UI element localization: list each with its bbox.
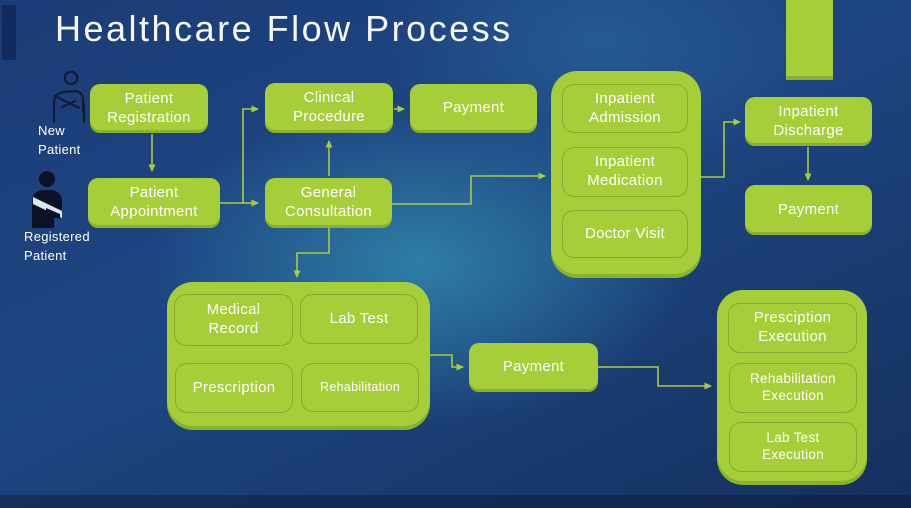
node-clinical-procedure: Clinical Procedure bbox=[265, 83, 393, 133]
node-payment-top: Payment bbox=[410, 84, 537, 133]
edge-payment-to-execution-group bbox=[598, 366, 712, 390]
group-outpatient-services: Medical Record Lab Test Prescription Reh… bbox=[167, 282, 430, 430]
node-rehabilitation-execution: Rehabilitation Execution bbox=[729, 363, 857, 413]
node-payment-services: Payment bbox=[469, 343, 598, 392]
node-doctor-visit: Doctor Visit bbox=[562, 210, 688, 258]
node-inpatient-admission: Inpatient Admission bbox=[562, 84, 688, 133]
actor-label-registered-patient: Registered Patient bbox=[24, 229, 90, 263]
node-patient-registration: Patient Registration bbox=[90, 84, 208, 133]
node-inpatient-medication: Inpatient Medication bbox=[562, 147, 688, 197]
top-right-accent-bar bbox=[786, 0, 833, 80]
group-inpatient: Inpatient Admission Inpatient Medication… bbox=[551, 71, 701, 278]
edge-appointment-to-clinical-procedure bbox=[220, 105, 259, 204]
bottom-edge-strip bbox=[0, 495, 911, 508]
node-lab-test: Lab Test bbox=[300, 294, 418, 344]
group-execution: Presciption Execution Rehabilitation Exe… bbox=[717, 290, 867, 485]
actor-label-new-patient: New Patient bbox=[38, 123, 81, 157]
node-inpatient-discharge: Inpatient Discharge bbox=[745, 97, 872, 146]
left-accent-bar bbox=[2, 5, 16, 60]
node-payment-inpatient: Payment bbox=[745, 185, 872, 235]
injured-person-outline-icon bbox=[46, 70, 90, 129]
node-medical-record: Medical Record bbox=[174, 294, 293, 346]
node-prescription-execution: Presciption Execution bbox=[728, 303, 857, 353]
edge-inpatient-group-to-discharge bbox=[701, 118, 741, 178]
edge-consultation-to-inpatient-group bbox=[392, 172, 546, 205]
injured-person-solid-icon bbox=[26, 170, 68, 233]
node-prescription: Prescription bbox=[175, 363, 293, 413]
node-general-consultation: General Consultation bbox=[265, 178, 392, 228]
node-lab-test-execution: Lab Test Execution bbox=[729, 422, 857, 472]
page-title: Healthcare Flow Process bbox=[55, 8, 513, 49]
edge-services-group-to-payment bbox=[430, 354, 464, 371]
node-patient-appointment: Patient Appointment bbox=[88, 178, 220, 228]
node-rehabilitation: Rehabilitation bbox=[301, 363, 419, 412]
edge-consultation-to-services-group bbox=[293, 228, 330, 278]
